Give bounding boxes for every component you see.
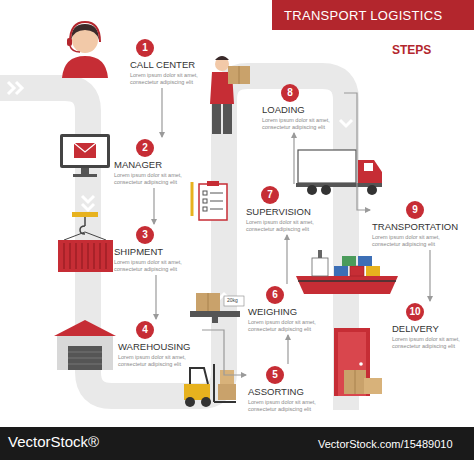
step-description: Lorem ipsum dolor sit amet, consectetur …: [248, 319, 328, 333]
watermark: VectorStock®: [8, 434, 99, 451]
flow-connector: [287, 335, 288, 364]
delivery-icon: [334, 328, 382, 396]
watermark-url: VectorStock.com/15489010: [318, 438, 453, 450]
scale-icon: [190, 293, 244, 323]
step-number: 4: [136, 321, 154, 339]
step-node: 9TRANSPORTATIONLorem ipsum dolor sit ame…: [372, 201, 468, 248]
monitor-icon: [60, 134, 110, 177]
step-title: SHIPMENT: [114, 246, 194, 258]
step-description: Lorem ipsum dolor sit amet, consectetur …: [248, 399, 328, 413]
step-number: 10: [406, 303, 424, 321]
step-title: CALL CENTER: [130, 59, 210, 71]
step-title: SUPERVISION: [246, 206, 326, 218]
title: TRANSPORT LOGISTICS: [284, 8, 442, 23]
step-description: Lorem ipsum dolor sit amet, consectetur …: [130, 72, 210, 86]
step-description: Lorem ipsum dolor sit amet, consectetur …: [392, 336, 470, 350]
step-title: MANAGER: [114, 159, 194, 171]
step-number: 6: [266, 286, 284, 304]
step-node: 3SHIPMENTLorem ipsum dolor sit amet, con…: [114, 226, 194, 273]
step-node: 6WEIGHINGLorem ipsum dolor sit amet, con…: [248, 286, 328, 333]
ship-icon: [296, 250, 398, 294]
step-node: 10DELIVERYLorem ipsum dolor sit amet, co…: [392, 303, 470, 350]
step-description: Lorem ipsum dolor sit amet, consectetur …: [262, 117, 342, 131]
step-title: ASSORTING: [248, 386, 328, 398]
step-title: DELIVERY: [392, 323, 470, 335]
flow-connector: [344, 93, 370, 210]
step-title: WEIGHING: [248, 306, 328, 318]
step-title: TRANSPORTATION: [372, 221, 468, 233]
call-center-icon: [62, 22, 108, 78]
step-node: 2MANAGERLorem ipsum dolor sit amet, cons…: [114, 139, 194, 186]
step-node: 5ASSORTINGLorem ipsum dolor sit amet, co…: [248, 366, 328, 413]
flow-connector: [429, 250, 430, 301]
flow-connector: [161, 88, 162, 137]
truck-icon: [296, 150, 382, 195]
road: [0, 76, 346, 410]
step-title: LOADING: [262, 104, 342, 116]
step-number: 8: [281, 84, 299, 102]
flow-connector: [155, 275, 156, 319]
flow-connector: [202, 330, 246, 375]
subtitle: STEPS: [392, 44, 431, 57]
warehouse-icon: [54, 320, 116, 370]
container-icon: [58, 212, 113, 272]
step-number: 2: [136, 139, 154, 157]
step-node: 8LOADINGLorem ipsum dolor sit amet, cons…: [262, 84, 342, 131]
road-chevrons: [8, 82, 352, 300]
step-description: Lorem ipsum dolor sit amet, consectetur …: [114, 259, 194, 273]
step-number: 3: [136, 226, 154, 244]
step-number: 9: [406, 201, 424, 219]
forklift-icon: [184, 364, 236, 407]
flow-connector: [153, 188, 154, 224]
step-node: 7SUPERVISIONLorem ipsum dolor sit amet, …: [246, 186, 326, 233]
step-description: Lorem ipsum dolor sit amet, consectetur …: [372, 234, 468, 248]
step-title: WAREHOUSING: [118, 341, 200, 353]
flow-connector: [286, 235, 287, 284]
step-node: 4WAREHOUSINGLorem ipsum dolor sit amet, …: [118, 321, 200, 368]
worker-icon: [210, 56, 250, 134]
step-number: 5: [266, 366, 284, 384]
flow-connector: [293, 133, 294, 184]
step-description: Lorem ipsum dolor sit amet, consectetur …: [246, 219, 326, 233]
step-description: Lorem ipsum dolor sit amet, consectetur …: [114, 172, 194, 186]
step-number: 1: [136, 39, 154, 57]
step-description: Lorem ipsum dolor sit amet, consectetur …: [118, 354, 200, 368]
step-number: 7: [261, 186, 279, 204]
step-node: 1CALL CENTERLorem ipsum dolor sit amet, …: [130, 39, 210, 86]
clipboard-icon: [192, 181, 227, 220]
weight-tag: 20kg: [227, 298, 238, 304]
